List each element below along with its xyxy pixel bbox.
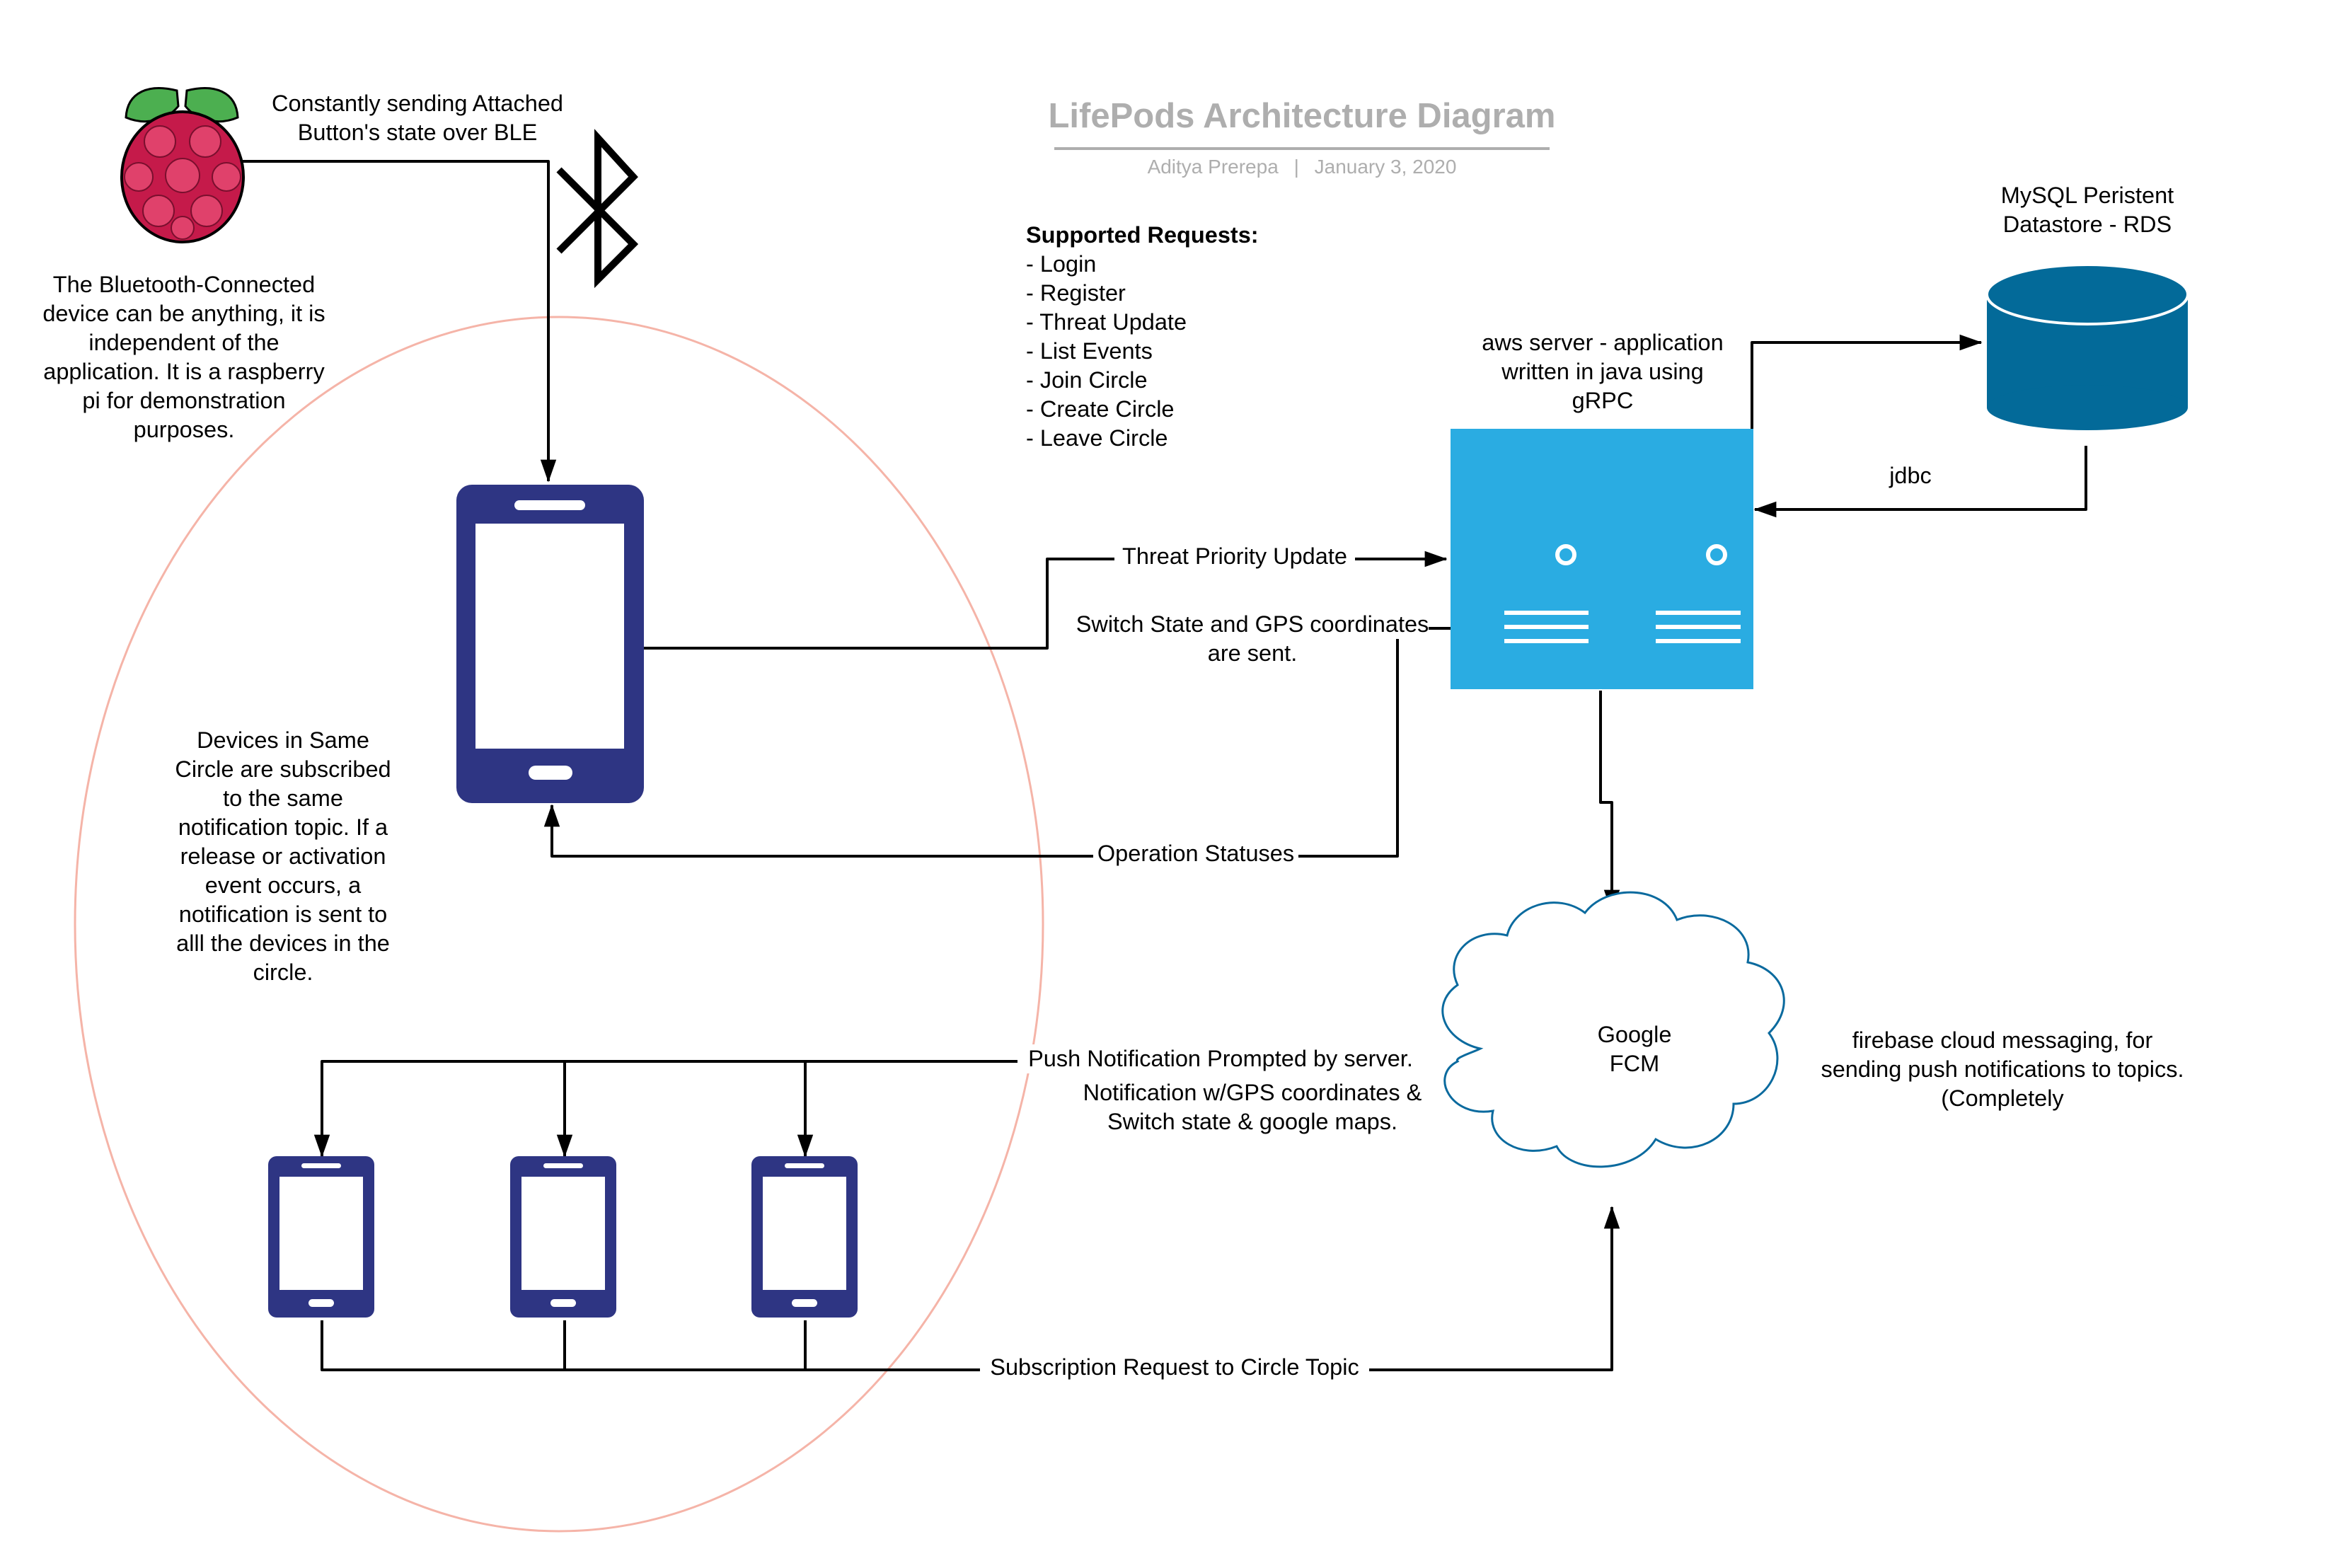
aws-server-icon: [1451, 429, 1753, 689]
fcm-note-line: sending push notifications to topics.: [1821, 1056, 2184, 1082]
server-note-line: written in java using: [1501, 359, 1704, 384]
circle-group-ellipse: [74, 316, 1044, 1533]
circle-note-line: alll the devices in the: [176, 930, 390, 956]
edge-db-to-server-jdbc: [1753, 446, 2087, 518]
notification-gps-label: Notification w/GPS coordinates & Switch …: [1061, 1078, 1443, 1136]
circle-note-line: circle.: [253, 959, 313, 985]
edge-ble-to-phone: [241, 160, 557, 483]
circle-note-line: event occurs, a: [204, 872, 362, 898]
diagram-date: January 3, 2020: [1314, 156, 1457, 178]
server-note-line: gRPC: [1572, 388, 1634, 413]
diagram-title: LifePods Architecture Diagram: [1048, 97, 1556, 135]
mysql-database-icon: [1985, 263, 2189, 430]
title-underline: [1054, 147, 1550, 150]
note-line: independent of the: [88, 330, 279, 355]
mysql-note: MySQL Peristent Datastore - RDS: [1946, 181, 2229, 239]
edge-server-to-db: [1751, 334, 1983, 429]
circle-subscription-note: Devices in Same Circle are subscribed to…: [142, 726, 425, 987]
switch-state-line: Switch State and GPS coordinates: [1076, 610, 1429, 639]
fcm-note-line: firebase cloud messaging, for: [1852, 1027, 2153, 1053]
edge-server-to-fcm: [1599, 691, 1620, 913]
note-line: The Bluetooth-Connected: [52, 272, 316, 297]
mysql-note-line: MySQL Peristent: [2000, 183, 2174, 208]
note-line: device can be anything, it is: [42, 301, 325, 326]
circle-note-line: release or activation: [180, 843, 386, 869]
request-item: - Create Circle: [1026, 396, 1175, 422]
circle-note-line: notification is sent to: [178, 901, 388, 927]
notification-line: Notification w/GPS coordinates &: [1083, 1080, 1422, 1105]
raspberry-pi-icon: [120, 87, 245, 243]
request-item: - List Events: [1026, 338, 1153, 364]
threat-priority-update-label: Threat Priority Update: [1114, 542, 1355, 571]
bluetooth-icon: [556, 129, 639, 289]
google-fcm-cloud-icon: [1441, 891, 1785, 1168]
request-item: - Register: [1026, 280, 1126, 306]
server-note-line: aws server - application: [1482, 330, 1724, 355]
phone-main-icon: [456, 485, 644, 803]
request-item: - Leave Circle: [1026, 425, 1168, 451]
circle-note-line: Devices in Same: [197, 727, 369, 753]
operation-statuses-label: Operation Statuses: [1093, 839, 1298, 868]
supported-requests-list: Supported Requests: - Login - Register -…: [1026, 221, 1351, 453]
phone-small-icon-3: [751, 1156, 858, 1318]
fcm-note-line: (Completely: [1941, 1085, 2064, 1111]
phone-small-icon-2: [510, 1156, 616, 1318]
request-item: - Join Circle: [1026, 367, 1148, 393]
request-item: - Login: [1026, 251, 1097, 277]
subscription-request-label: Subscription Request to Circle Topic: [980, 1353, 1369, 1382]
request-item: - Threat Update: [1026, 309, 1187, 335]
switch-state-label: Switch State and GPS coordinates are sen…: [1054, 610, 1451, 668]
phone-small-icon-1: [268, 1156, 374, 1318]
edge-phones-to-fcm-subscribe: [321, 1206, 1620, 1371]
fcm-line: Google: [1597, 1022, 1672, 1047]
notification-line: Switch state & google maps.: [1107, 1109, 1398, 1134]
diagram-byline: Aditya Prerepa | January 3, 2020: [1040, 156, 1564, 178]
note-line: pi for demonstration: [82, 388, 286, 413]
circle-note-line: notification topic. If a: [178, 814, 388, 840]
server-note: aws server - application written in java…: [1440, 328, 1765, 415]
jdbc-label: jdbc: [1889, 463, 1932, 488]
bluetooth-device-note: The Bluetooth-Connected device can be an…: [21, 270, 347, 444]
fcm-note: firebase cloud messaging, for sending pu…: [1790, 1026, 2215, 1113]
circle-note-line: to the same: [223, 785, 343, 811]
ble-note-line: Constantly sending Attached: [272, 91, 563, 116]
author-name: Aditya Prerepa: [1147, 156, 1279, 178]
byline-separator: |: [1293, 156, 1299, 178]
ble-note-line: Button's state over BLE: [297, 120, 538, 145]
switch-state-line: are sent.: [1207, 640, 1298, 666]
note-line: purposes.: [133, 417, 235, 442]
fcm-line: FCM: [1609, 1051, 1660, 1076]
circle-note-line: Circle are subscribed: [175, 756, 391, 782]
supported-requests-title: Supported Requests:: [1026, 222, 1259, 248]
mysql-note-line: Datastore - RDS: [2002, 212, 2172, 237]
push-notification-label: Push Notification Prompted by server.: [1017, 1044, 1424, 1073]
google-fcm-label: Google FCM: [1543, 1020, 1726, 1078]
note-line: application. It is a raspberry: [43, 359, 325, 384]
ble-note: Constantly sending Attached Button's sta…: [255, 89, 580, 147]
